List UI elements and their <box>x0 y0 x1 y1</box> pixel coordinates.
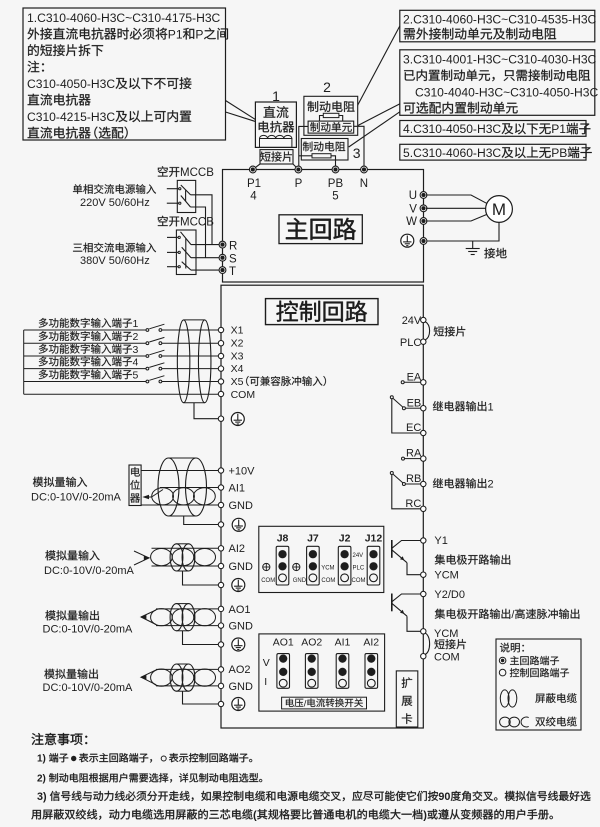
svg-text:4: 4 <box>133 356 139 368</box>
svg-text:+10V: +10V <box>229 466 256 478</box>
svg-text:PB: PB <box>551 146 567 160</box>
svg-text:AO2: AO2 <box>229 664 251 676</box>
svg-text:Y1: Y1 <box>434 535 447 547</box>
svg-text:1: 1 <box>488 401 494 413</box>
svg-text:GND: GND <box>293 578 307 584</box>
svg-text:P1: P1 <box>551 122 566 136</box>
svg-text:RC: RC <box>405 498 421 510</box>
svg-text:4.C310-4050-H3C: 4.C310-4050-H3C <box>403 122 501 136</box>
svg-text:GND: GND <box>229 621 254 633</box>
svg-text:DC:0-10V/0-20mA: DC:0-10V/0-20mA <box>43 624 134 636</box>
svg-text:P: P <box>195 28 203 42</box>
svg-text:5: 5 <box>133 369 139 381</box>
svg-text:C310-4050-H3C: C310-4050-H3C <box>27 77 115 91</box>
svg-text:AI2: AI2 <box>229 543 246 555</box>
svg-text:5: 5 <box>332 191 338 203</box>
svg-text:COM: COM <box>434 652 460 664</box>
svg-text:1.C310-4060-H3C~C310-4175-H3C: 1.C310-4060-H3C~C310-4175-H3C <box>27 11 221 25</box>
svg-text:J7: J7 <box>307 532 319 544</box>
svg-text:J8: J8 <box>277 532 289 544</box>
svg-text:DC:0-10V/0-20mA: DC:0-10V/0-20mA <box>31 492 122 504</box>
svg-text:X5: X5 <box>231 376 244 388</box>
svg-text:P: P <box>295 178 303 190</box>
svg-text:2: 2 <box>488 478 494 490</box>
svg-text:): ) <box>423 810 427 822</box>
svg-text:I: I <box>264 676 267 688</box>
svg-text:AO1: AO1 <box>273 636 294 648</box>
svg-text:R: R <box>229 241 237 253</box>
svg-text:1: 1 <box>133 318 139 330</box>
svg-text:DC:0-10V/0-20mA: DC:0-10V/0-20mA <box>44 565 135 577</box>
svg-text:2): 2) <box>37 774 46 785</box>
svg-text:Y2/D0: Y2/D0 <box>434 589 465 601</box>
svg-text:PB: PB <box>328 178 344 190</box>
svg-text:J2: J2 <box>339 532 351 544</box>
svg-text:C310-4040-H3C~C310-4050-H3C: C310-4040-H3C~C310-4050-H3C <box>415 85 598 99</box>
svg-text:YCM: YCM <box>321 566 334 572</box>
svg-text:GND: GND <box>229 561 254 573</box>
svg-text:/: / <box>304 698 307 709</box>
svg-text:/: / <box>511 609 515 621</box>
svg-text:P1: P1 <box>168 28 183 42</box>
svg-text:EC: EC <box>406 422 421 434</box>
svg-text:3: 3 <box>353 145 361 161</box>
svg-text:T: T <box>229 266 236 278</box>
svg-text:YCM: YCM <box>434 570 458 582</box>
svg-text:X1: X1 <box>231 325 244 337</box>
svg-text:2: 2 <box>323 79 331 95</box>
svg-text:24V: 24V <box>402 315 422 327</box>
svg-text:X2: X2 <box>231 338 244 350</box>
svg-text:(: ( <box>253 810 257 822</box>
svg-text:1: 1 <box>272 88 280 104</box>
svg-text:J12: J12 <box>365 532 383 544</box>
svg-text:COM: COM <box>231 389 256 401</box>
svg-text:GND: GND <box>229 681 254 693</box>
svg-text:V: V <box>409 203 417 215</box>
svg-text:PLC: PLC <box>400 337 421 349</box>
svg-text:DC:0-10V/0-20mA: DC:0-10V/0-20mA <box>43 682 134 694</box>
svg-text:3): 3) <box>37 791 47 803</box>
svg-text:3: 3 <box>133 344 139 356</box>
svg-text:EA: EA <box>407 372 422 384</box>
svg-text:EB: EB <box>407 397 422 409</box>
svg-text:24V: 24V <box>353 553 364 559</box>
svg-text:90: 90 <box>438 791 450 803</box>
svg-text:M: M <box>492 200 506 219</box>
svg-text:3.C310-4001-H3C~C310-4030-H3C: 3.C310-4001-H3C~C310-4030-H3C <box>403 53 597 67</box>
svg-text:2: 2 <box>133 331 139 343</box>
svg-text:COM: COM <box>261 578 275 584</box>
svg-text:C310-4215-H3C: C310-4215-H3C <box>27 110 115 124</box>
svg-text:AI1: AI1 <box>335 636 351 648</box>
svg-text:COM: COM <box>321 578 335 584</box>
svg-text:X3: X3 <box>231 351 244 363</box>
svg-text:RB: RB <box>406 473 421 485</box>
svg-text:MCCB: MCCB <box>180 217 214 229</box>
svg-text:COM: COM <box>352 578 366 584</box>
svg-text:W: W <box>406 216 417 228</box>
svg-text:1): 1) <box>37 754 46 765</box>
svg-text:GND: GND <box>229 500 254 512</box>
svg-text:5.C310-4060-H3C: 5.C310-4060-H3C <box>403 146 501 160</box>
svg-text:380V 50/60Hz: 380V 50/60Hz <box>80 255 150 267</box>
svg-text:RA: RA <box>406 448 422 460</box>
svg-text:V: V <box>263 657 270 669</box>
svg-text:2.C310-4060-H3C~C310-4535-H3C: 2.C310-4060-H3C~C310-4535-H3C <box>403 13 597 27</box>
svg-text:PLC: PLC <box>353 566 365 572</box>
svg-text:X4: X4 <box>231 363 244 375</box>
svg-text:N: N <box>360 178 368 190</box>
svg-text:4: 4 <box>250 191 257 203</box>
svg-text:S: S <box>229 254 237 266</box>
svg-text:P1: P1 <box>247 178 261 190</box>
svg-text:MCCB: MCCB <box>180 167 214 179</box>
svg-text:AI2: AI2 <box>363 636 379 648</box>
svg-text:AO2: AO2 <box>301 636 322 648</box>
svg-text:AI1: AI1 <box>229 483 246 495</box>
svg-text:U: U <box>409 190 417 202</box>
svg-text:220V 50/60Hz: 220V 50/60Hz <box>80 197 150 209</box>
svg-text:AO1: AO1 <box>229 604 251 616</box>
svg-text:YCM: YCM <box>434 628 458 640</box>
